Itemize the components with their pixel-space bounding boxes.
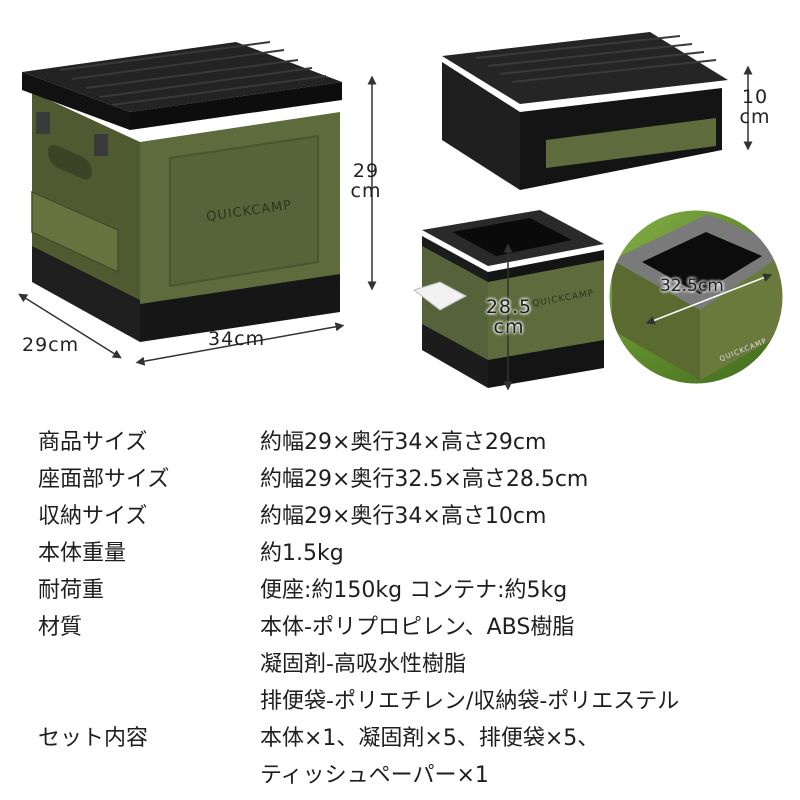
toilet-box-closed — [22, 41, 342, 342]
toilet-box-open — [412, 210, 604, 388]
product-illustrations — [18, 32, 786, 391]
spec-row: ティッシュペーパー×1 — [38, 758, 778, 794]
spec-value: 本体-ポリプロピレン、ABS樹脂 — [260, 615, 575, 640]
stored-height-label: 10 cm — [739, 86, 771, 128]
spec-row: 凝固剤-高吸水性樹脂 — [38, 647, 778, 683]
full-depth-label: 34cm — [208, 328, 266, 350]
depth-dimension-line — [18, 293, 122, 359]
spec-row: セット内容 本体×1、凝固剤×5、排便袋×5、 — [38, 721, 778, 757]
spec-value: 約1.5kg — [260, 541, 344, 566]
spec-label: セット内容 — [38, 726, 149, 751]
spec-row: 座面部サイズ 約幅29×奥行32.5×高さ28.5cm — [38, 462, 778, 498]
seat-height-label: 28.5 cm — [485, 296, 533, 338]
spec-label: 材質 — [38, 615, 83, 640]
product-images: QUICKCAMP QUICKCAMP QUICKCAMP 29 cm 29cm… — [18, 32, 786, 391]
spec-value: 本体×1、凝固剤×5、排便袋×5、 — [260, 726, 600, 751]
spec-row: 排便袋-ポリエチレン/収納袋-ポリエステル — [38, 684, 778, 720]
spec-value: 排便袋-ポリエチレン/収納袋-ポリエステル — [260, 689, 680, 714]
spec-label: 耐荷重 — [38, 578, 105, 603]
spec-row: 収納サイズ 約幅29×奥行34×高さ10cm — [38, 499, 778, 535]
width-dimension-line — [135, 322, 345, 366]
spec-row: 耐荷重 便座:約150kg コンテナ:約5kg — [38, 573, 778, 609]
seat-opening-label: 32.5cm — [660, 276, 724, 296]
spec-label: 商品サイズ — [38, 430, 148, 455]
spec-label: 収納サイズ — [38, 504, 148, 529]
spec-value: 便座:約150kg コンテナ:約5kg — [260, 578, 568, 603]
spec-label: 本体重量 — [38, 541, 127, 566]
full-width-label: 29cm — [22, 334, 80, 356]
spec-row: 商品サイズ 約幅29×奥行34×高さ29cm — [38, 425, 778, 461]
spec-value: 約幅29×奥行34×高さ10cm — [260, 504, 547, 529]
spec-value: 約幅29×奥行32.5×高さ28.5cm — [260, 467, 589, 492]
spec-row: 材質 本体-ポリプロピレン、ABS樹脂 — [38, 610, 778, 646]
spec-value: 約幅29×奥行34×高さ29cm — [260, 430, 547, 455]
toilet-box-folded — [442, 32, 728, 190]
seat-closeup-inset — [606, 207, 786, 387]
spec-value: ティッシュペーパー×1 — [260, 763, 489, 788]
spec-label: 座面部サイズ — [38, 467, 170, 492]
full-height-label: 29 cm — [350, 160, 382, 202]
spec-row: 本体重量 約1.5kg — [38, 536, 778, 572]
spec-value: 凝固剤-高吸水性樹脂 — [260, 652, 466, 677]
seat-opening-dimension-line — [645, 273, 773, 325]
